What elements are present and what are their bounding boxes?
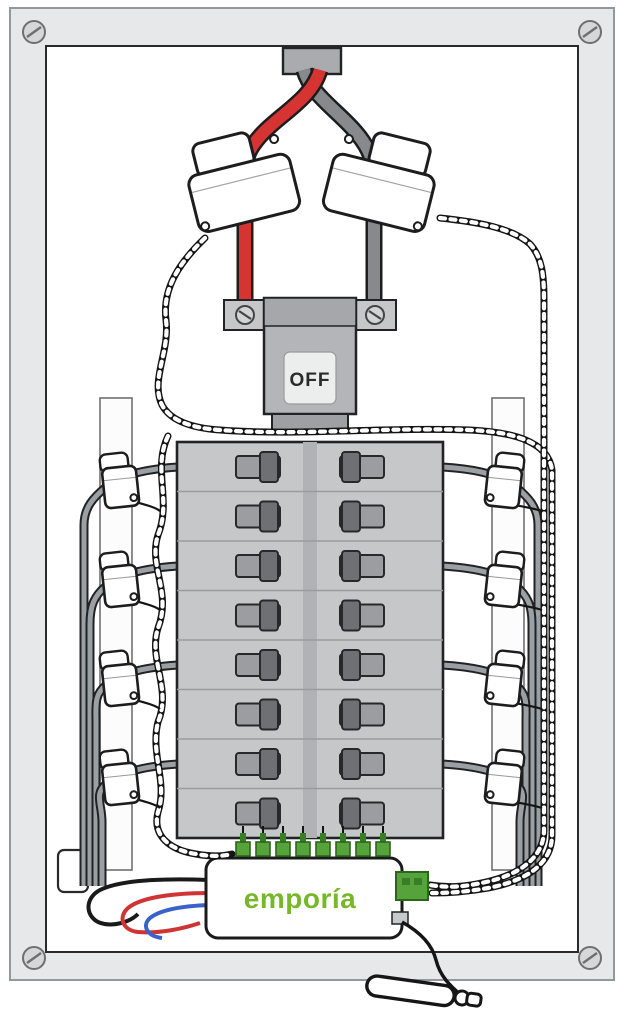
green-connector (295, 841, 311, 857)
breaker-toggle (339, 451, 385, 483)
breaker-toggle (235, 748, 281, 780)
corner-screw-icon (21, 945, 47, 971)
breaker-toggle (235, 649, 281, 681)
emporia-logo: emporía (244, 883, 356, 914)
main-ct-connector-block (395, 871, 429, 901)
breaker-toggle (339, 698, 385, 731)
breaker-bank (175, 440, 445, 840)
green-connector (235, 841, 251, 857)
breaker-toggle (339, 550, 385, 582)
braided-ct-leads (151, 214, 556, 897)
green-connector (275, 841, 291, 857)
connector-pin (414, 878, 422, 885)
breaker-toggle (339, 797, 385, 830)
connector-pin (402, 878, 410, 885)
corner-screw-icon (21, 19, 47, 45)
ct-terminal-strip (235, 826, 391, 857)
main-breaker: OFF (223, 296, 397, 431)
terminal-screw-icon (364, 304, 386, 326)
breaker-toggle (339, 500, 385, 533)
main-ct-left (187, 131, 302, 233)
breaker-toggle (339, 599, 385, 632)
corner-screw-icon (577, 945, 603, 971)
green-connector (315, 841, 331, 857)
breaker-toggle (235, 599, 281, 632)
green-connector (355, 841, 371, 857)
main-breaker-off-label: OFF (290, 370, 331, 391)
breaker-toggle (235, 500, 281, 533)
green-connector (255, 841, 271, 857)
green-connector (375, 841, 391, 857)
breaker-toggle (235, 698, 281, 731)
breaker-toggle (339, 649, 385, 681)
green-connector (335, 841, 351, 857)
terminal-screw-icon (234, 304, 256, 326)
device-power-wires (86, 877, 211, 940)
breaker-toggle (235, 797, 281, 830)
main-ct-right (321, 131, 436, 233)
antenna (365, 974, 483, 1008)
breaker-toggle (235, 550, 281, 582)
corner-screw-icon (577, 19, 603, 45)
antenna-port (391, 911, 409, 925)
breaker-toggle (235, 451, 281, 483)
breaker-toggle (339, 748, 385, 780)
